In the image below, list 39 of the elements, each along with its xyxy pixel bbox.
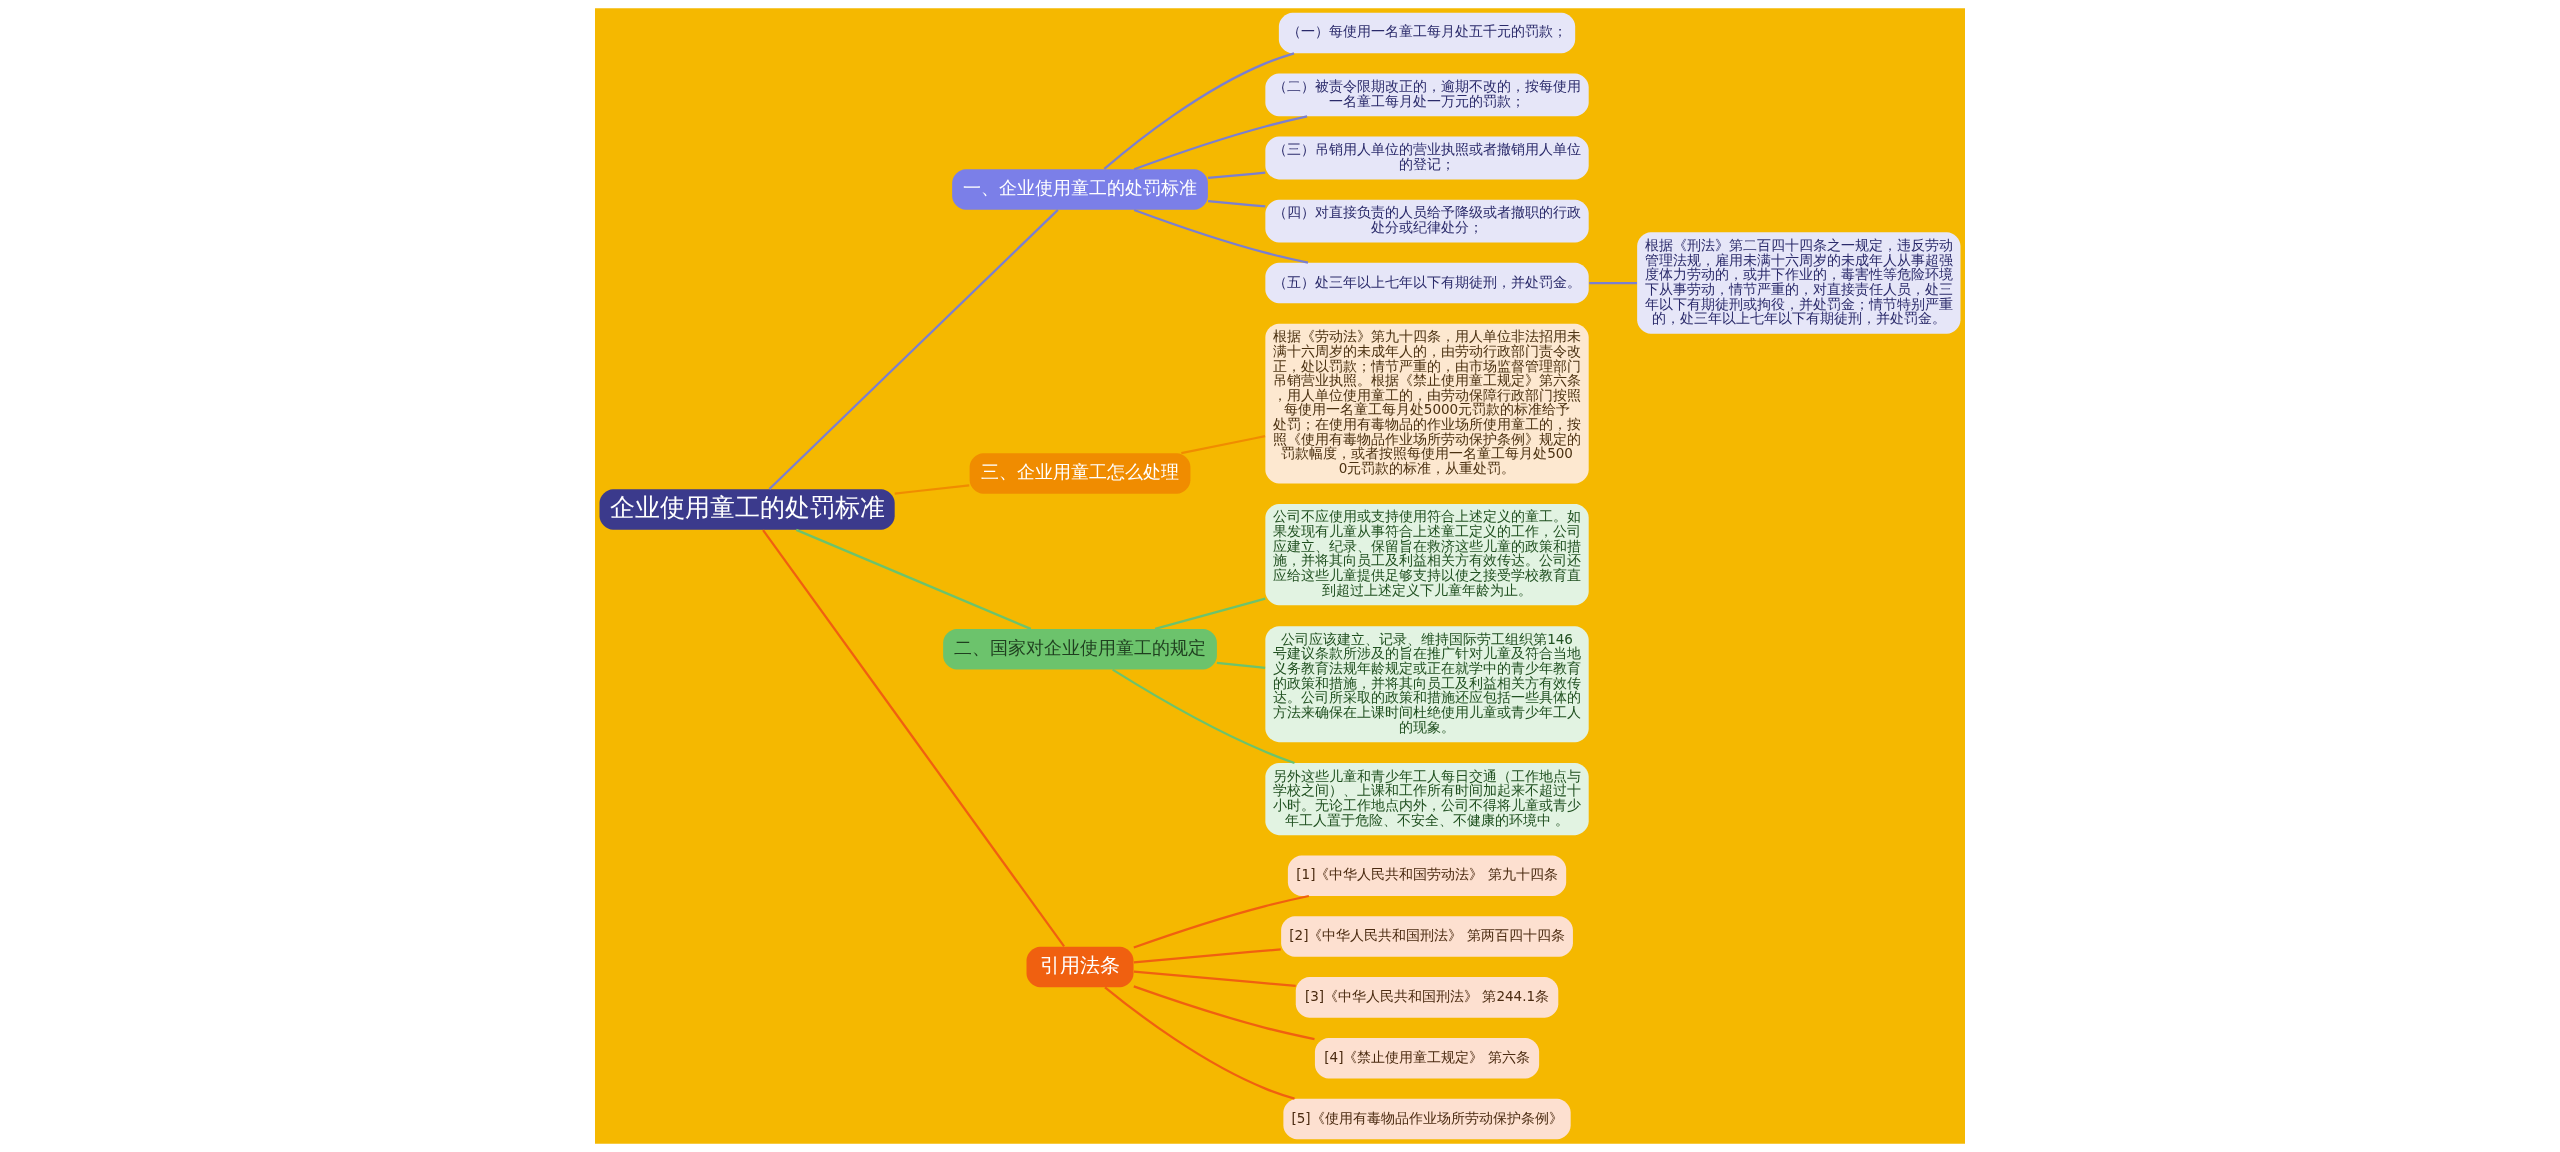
node-box: 一、企业使用童工的处罚标准 <box>952 169 1208 210</box>
connector <box>1154 597 1266 630</box>
connector <box>1133 115 1308 171</box>
connector <box>768 209 1059 490</box>
connector <box>1103 52 1295 170</box>
connector <box>1104 986 1295 1100</box>
connector <box>1112 668 1295 765</box>
connector <box>1207 200 1266 208</box>
node-box: 根据《刑法》第二百四十四条之一规定，违反劳动管理法规，雇用未满十六周岁的未成年人从事超强度体力劳动的，或井下作业的，毒害性等危险环境下从事劳动，情节严重的，对直接责任人员，处三年以下有期徒刑或拘役，并处罚金；情节特别严重的，处三年以上七年以下有期徒刑，并处罚金。 <box>1637 232 1961 334</box>
node-box: 企业使用童工的处罚标准 <box>599 489 895 530</box>
connector <box>1133 894 1310 949</box>
node-box: （一）每使用一名童工每月处五千元的罚款； <box>1278 12 1576 54</box>
node-box: [1]《中华人民共和国劳动法》 第九十四条 <box>1287 855 1567 896</box>
node-box: 三、企业用童工怎么处理 <box>969 453 1191 494</box>
node-box: 二、国家对企业使用童工的规定 <box>943 628 1217 670</box>
connector <box>1181 435 1266 455</box>
node-box: [3]《中华人民共和国刑法》 第244.1条 <box>1295 977 1559 1018</box>
connector <box>1133 970 1296 987</box>
connector <box>1589 281 1637 285</box>
connector <box>1216 661 1266 669</box>
node-box: [5]《使用有毒物品作业场所劳动保护条例》 <box>1283 1098 1571 1140</box>
node-box: （四）对直接负责的人员给予降级或者撤职的行政处分或纪律处分； <box>1265 199 1589 243</box>
connector <box>1133 208 1309 264</box>
connector <box>1133 948 1281 964</box>
connector <box>762 529 1065 948</box>
node-box: （三）吊销用人单位的营业执照或者撤销用人单位的登记； <box>1265 136 1589 180</box>
node-box: 引用法条 <box>1026 946 1134 988</box>
node-box: 公司应该建立、记录、维持国际劳工组织第146号建议条款所涉及的旨在推广针对儿童及符合当地义务教育法规年龄规定或正在就学中的青少年教育的政策和措施，并将其向员工及利益相关方有效传达。公司所采取的政策和措施还应包括一些具体的方法来确保在上课时间杜绝使用儿童或青少年工人的现象。 <box>1265 626 1589 743</box>
node-box: 公司不应使用或支持使用符合上述定义的童工。如果发现有儿童从事符合上述童工定义的工作，公司应建立、纪录、保留旨在救济这些儿童的政策和措施，并将其向员工及利益相关方有效传达。公司还应给这些儿童提供足够支持以使之接受学校教育直到超过上述定义下儿童年龄为止。 <box>1265 503 1589 606</box>
node-box: [2]《中华人民共和国刑法》 第两百四十四条 <box>1281 916 1573 957</box>
node-box: （五）处三年以上七年以下有期徒刑，并处罚金。 <box>1265 262 1589 304</box>
node-box: 根据《劳动法》第九十四条，用人单位非法招用未满十六周岁的未成年人的，由劳动行政部门责令改正，处以罚款；情节严重的，由市场监督管理部门吊销营业执照。根据《禁止使用童工规定》第六条，用人单位使用童工的，由劳动保障行政部门按照每使用一名童工每月处5000元罚款的标准给予处罚；在使用有毒物品的作业场所使用童工的，按照《使用有毒物品作业场所劳动保护条例》规定的罚款幅度，或者按照每使用一名童工每月处5000元罚款的标准，从重处罚。 <box>1265 323 1589 484</box>
node-box: 另外这些儿童和青少年工人每日交通（工作地点与学校之间）、上课和工作所有时间加起来不超过十小时。无论工作地点内外，公司不得将儿童或青少年工人置于危险、不安全、不健康的环境中 。 <box>1265 763 1589 836</box>
connector <box>1207 171 1266 180</box>
connector <box>1133 985 1315 1041</box>
node-box: [4]《禁止使用童工规定》 第六条 <box>1314 1037 1540 1079</box>
connector <box>894 484 970 495</box>
node-box: （二）被责令限期改正的，逾期不改的，按每使用一名童工每月处一万元的罚款； <box>1265 73 1589 117</box>
connector <box>795 528 1032 630</box>
